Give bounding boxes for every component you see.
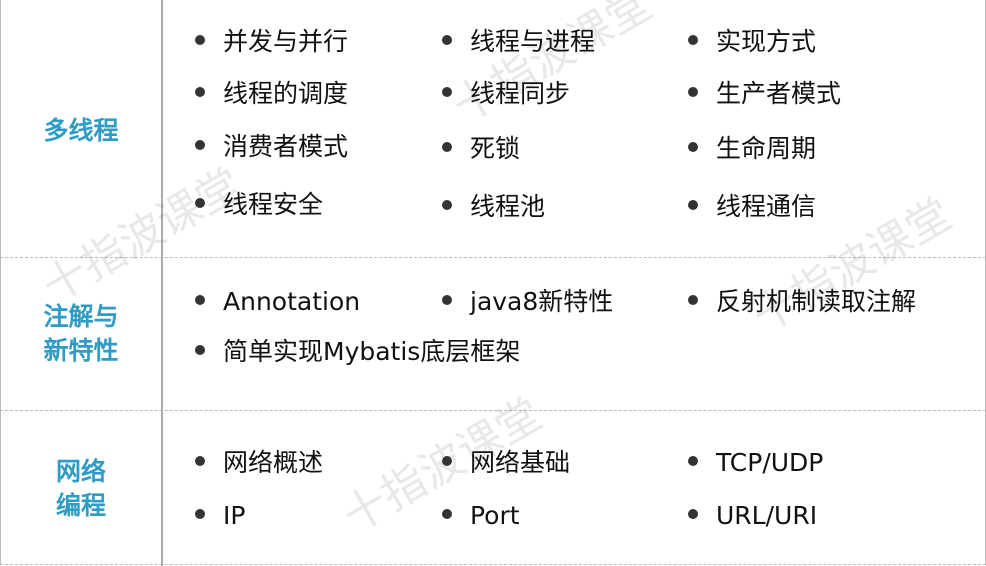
item-text: Annotation bbox=[223, 287, 361, 316]
bullet-icon bbox=[442, 35, 452, 45]
item-text: 死锁 bbox=[470, 134, 521, 163]
bullet-icon bbox=[688, 509, 698, 519]
bullet-icon bbox=[442, 295, 452, 305]
bullet-icon bbox=[688, 87, 698, 97]
row-divider bbox=[0, 257, 986, 258]
bullet-icon bbox=[195, 140, 205, 150]
list-item: 网络概述 bbox=[195, 448, 323, 478]
list-item: TCP/UDP bbox=[688, 448, 823, 478]
item-text: 线程的调度 bbox=[223, 79, 349, 108]
bullet-icon bbox=[442, 142, 452, 152]
item-text: URL/URI bbox=[716, 501, 818, 530]
bullet-icon bbox=[195, 456, 205, 466]
list-item: 反射机制读取注解 bbox=[688, 287, 916, 317]
list-item: 生命周期 bbox=[688, 134, 816, 164]
item-text: 生产者模式 bbox=[716, 79, 842, 108]
item-text: 实现方式 bbox=[716, 27, 817, 56]
list-item: 网络基础 bbox=[442, 448, 570, 478]
list-item: 线程与进程 bbox=[442, 27, 595, 57]
item-text: 网络基础 bbox=[470, 448, 571, 477]
bullet-icon bbox=[195, 345, 205, 355]
list-item: 死锁 bbox=[442, 134, 520, 164]
item-text: 消费者模式 bbox=[223, 132, 349, 161]
list-item: 线程同步 bbox=[442, 79, 570, 109]
item-text: 并发与并行 bbox=[223, 27, 349, 56]
item-text: TCP/UDP bbox=[716, 448, 824, 477]
bullet-icon bbox=[195, 35, 205, 45]
list-item: 简单实现Mybatis底层框架 bbox=[195, 337, 520, 367]
item-text: 线程池 bbox=[470, 192, 546, 221]
bullet-icon bbox=[195, 295, 205, 305]
item-text: 线程同步 bbox=[470, 79, 571, 108]
section-label-annotations: 注解与新特性 bbox=[43, 302, 119, 365]
item-text: 简单实现Mybatis底层框架 bbox=[223, 337, 521, 366]
bullet-icon bbox=[688, 456, 698, 466]
list-item: Port bbox=[442, 501, 520, 531]
bullet-icon bbox=[442, 456, 452, 466]
bullet-icon bbox=[688, 295, 698, 305]
bullet-icon bbox=[442, 200, 452, 210]
bullet-icon bbox=[195, 198, 205, 208]
list-item: 实现方式 bbox=[688, 27, 816, 57]
item-text: 生命周期 bbox=[716, 134, 817, 163]
list-item: 生产者模式 bbox=[688, 79, 841, 109]
list-item: 线程安全 bbox=[195, 190, 323, 220]
list-item: IP bbox=[195, 501, 245, 531]
list-item: 线程通信 bbox=[688, 192, 816, 222]
list-item: 消费者模式 bbox=[195, 132, 348, 162]
item-text: 线程通信 bbox=[716, 192, 817, 221]
section-label-multithreading: 多线程 bbox=[43, 116, 119, 145]
item-text: 线程安全 bbox=[223, 190, 324, 219]
bullet-icon bbox=[688, 200, 698, 210]
list-item: 并发与并行 bbox=[195, 27, 348, 57]
column-divider bbox=[161, 0, 163, 566]
item-text: java8新特性 bbox=[470, 287, 614, 316]
item-text: 线程与进程 bbox=[470, 27, 596, 56]
item-text: 反射机制读取注解 bbox=[716, 287, 917, 316]
list-item: Annotation bbox=[195, 287, 360, 317]
list-item: java8新特性 bbox=[442, 287, 613, 317]
bullet-icon bbox=[688, 142, 698, 152]
list-item: 线程池 bbox=[442, 192, 545, 222]
bullet-icon bbox=[195, 509, 205, 519]
item-text: Port bbox=[470, 501, 520, 530]
section-label-networking: 网络编程 bbox=[55, 457, 106, 520]
bullet-icon bbox=[688, 35, 698, 45]
row-divider bbox=[0, 410, 986, 411]
item-text: 网络概述 bbox=[223, 448, 324, 477]
bullet-icon bbox=[442, 509, 452, 519]
item-text: IP bbox=[223, 501, 246, 530]
bullet-icon bbox=[195, 87, 205, 97]
list-item: URL/URI bbox=[688, 501, 817, 531]
bullet-icon bbox=[442, 87, 452, 97]
list-item: 线程的调度 bbox=[195, 79, 348, 109]
